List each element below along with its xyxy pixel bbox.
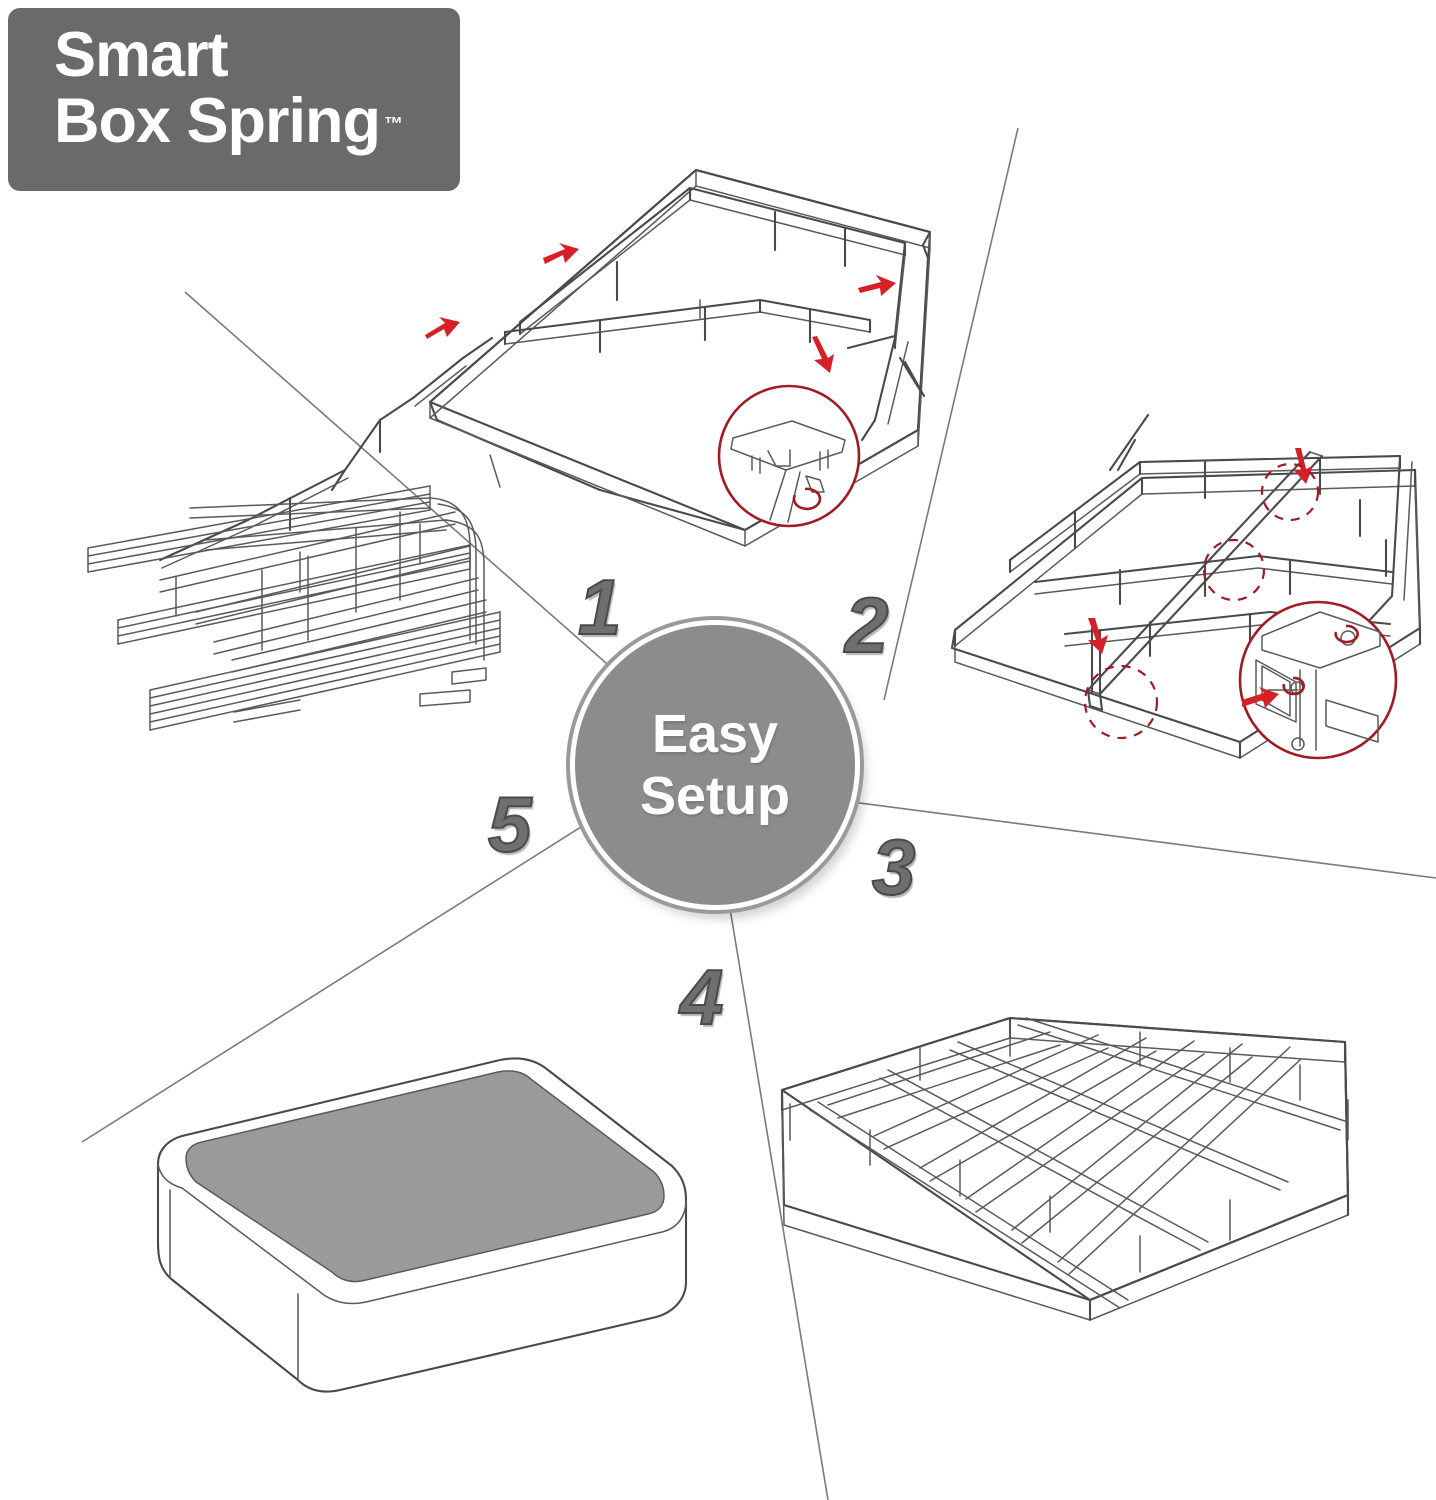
step-number-1: 1 xyxy=(577,563,622,651)
step1-detail-callout xyxy=(717,384,861,528)
step3-frame-illustration xyxy=(780,1016,1350,1322)
step5-parts-illustration xyxy=(87,485,501,731)
step-number-3: 3 xyxy=(871,823,916,911)
step-number-4: 4 xyxy=(679,953,724,1041)
step2-detail-callout xyxy=(1238,600,1398,760)
step4-finished-illustration xyxy=(156,1057,688,1393)
brand-logo-badge: Smart Box Spring ™ xyxy=(8,8,460,191)
step1-frame-illustration xyxy=(158,168,1150,569)
step1-arrows xyxy=(425,243,896,373)
trademark-symbol: ™ xyxy=(384,114,403,135)
step-number-2: 2 xyxy=(844,581,889,669)
step-number-5: 5 xyxy=(487,780,532,868)
logo-box-spring-text: Box Spring xyxy=(54,86,381,156)
logo-line-smart: Smart xyxy=(54,20,229,90)
step2-dashed-locators xyxy=(1083,462,1320,740)
step2-frame-illustration xyxy=(950,448,1422,760)
easy-setup-line1: Easy xyxy=(651,704,779,764)
easy-setup-line2: Setup xyxy=(639,766,790,826)
logo-line-box-spring: Box Spring ™ xyxy=(54,86,403,156)
easy-setup-badge: Easy Setup xyxy=(570,620,860,910)
